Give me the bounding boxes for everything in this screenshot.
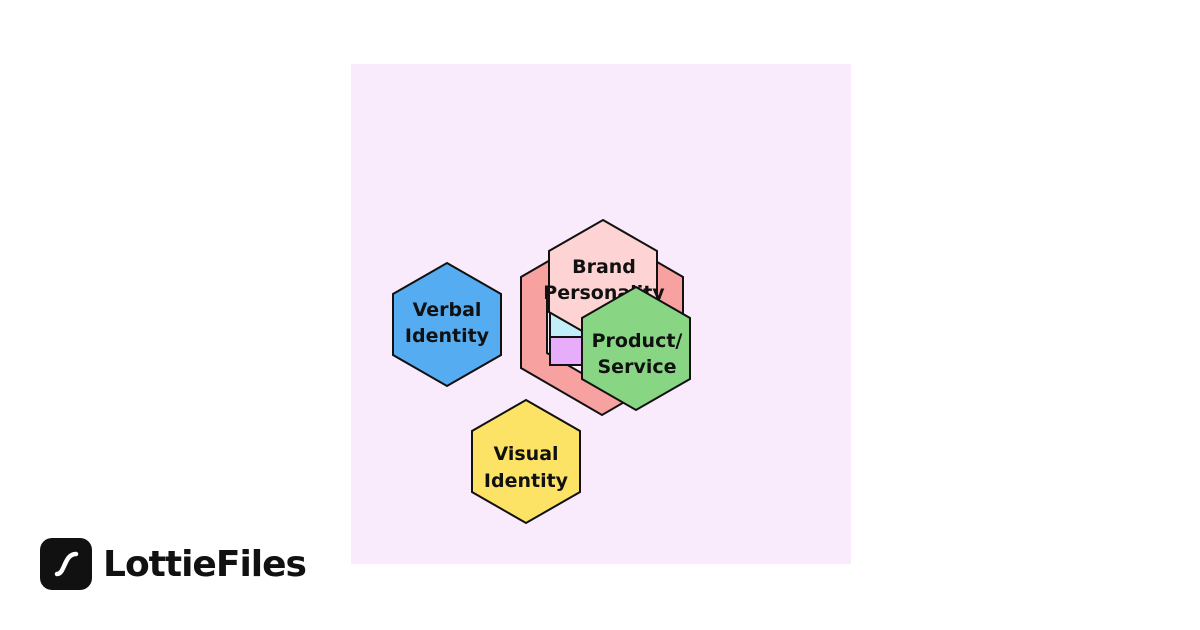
logo-wordmark: LottieFiles [103,543,307,585]
node-label-line: Identity [405,325,490,347]
node-product-service: Product/ Service [581,285,691,412]
node-label-line: Product/ [592,330,683,352]
node-label-line: Visual [493,443,558,465]
node-label-line: Brand [572,256,636,278]
node-visual-identity: Visual Identity [471,398,581,525]
lottiefiles-logo[interactable]: LottieFiles [40,538,307,590]
node-label-line: Identity [484,470,569,492]
node-label-line: Service [598,356,677,378]
node-verbal-identity: Verbal Identity [392,261,502,388]
node-label-line: Verbal [413,299,482,321]
lottie-logo-icon [40,538,92,590]
